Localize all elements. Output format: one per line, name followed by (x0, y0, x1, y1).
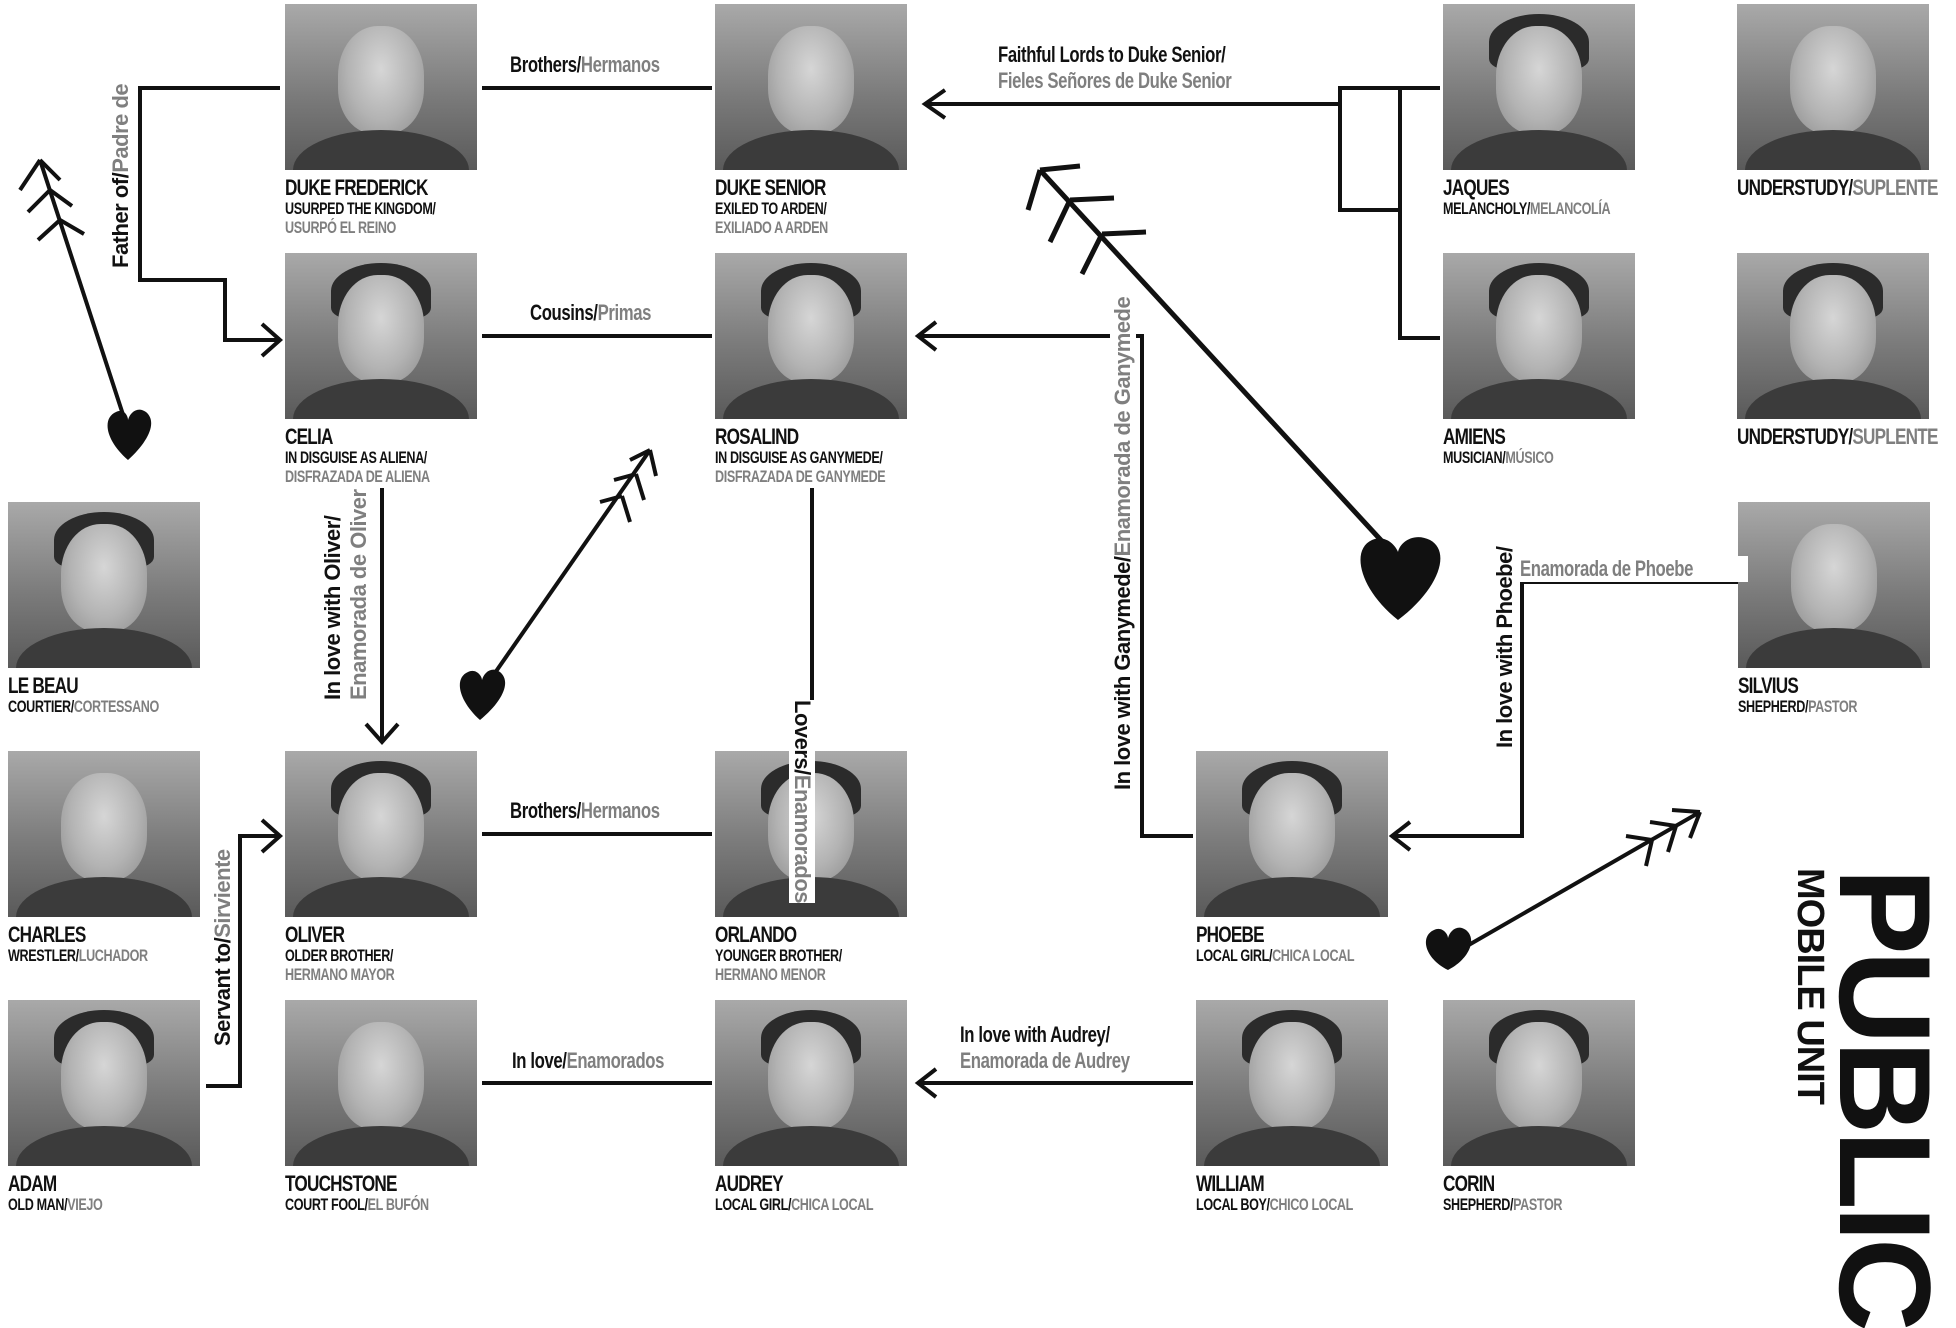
card-understudy-1: UNDERSTUDY/SUPLENTE (1737, 4, 1938, 199)
label-servant-to: Servant to/Sirviente (210, 849, 236, 1046)
card-le-beau: LE BEAU COURTIER/CORTESSANO (8, 502, 208, 716)
card-jaques: JAQUES MELANCHOLY/MELANCOLÍA (1443, 4, 1643, 218)
character-name: PHOEBE (1196, 922, 1265, 947)
label-silvius-phoebe-es: Enamorada de Phoebe (1520, 556, 1748, 582)
headshot-corin (1443, 1000, 1635, 1166)
headshot-celia (285, 253, 477, 419)
card-touchstone: TOUCHSTONE COURT FOOL/EL BUFÓN (285, 1000, 485, 1214)
headshot-amiens (1443, 253, 1635, 419)
card-celia: CELIA IN DISGUISE AS ALIENA/ DISFRAZADA … (285, 253, 485, 486)
headshot-jaques (1443, 4, 1635, 170)
card-audrey: AUDREY LOCAL GIRL/CHICA LOCAL (715, 1000, 915, 1214)
cupid-arrow-3 (1025, 163, 1441, 620)
character-name: DUKE SENIOR (715, 175, 826, 200)
headshot-duke-senior (715, 4, 907, 170)
celia-oliver-arrowhead (364, 722, 400, 746)
card-duke-frederick: DUKE FREDERICK USURPED THE KINGDOM/ USUR… (285, 4, 485, 237)
character-name: SILVIUS (1738, 673, 1799, 698)
silvius-phoebe-line (1392, 580, 1738, 838)
character-name: CELIA (285, 424, 333, 449)
silvius-phoebe-arrowhead (1388, 820, 1412, 852)
servant-line (206, 834, 280, 1088)
label-in-love: In love/Enamorados (512, 1048, 713, 1074)
relationship-map: Brothers/Hermanos Faithful Lords to Duke… (8, 4, 1956, 1328)
card-corin: CORIN SHEPHERD/PASTOR (1443, 1000, 1643, 1214)
card-orlando: ORLANDO YOUNGER BROTHER/ HERMANO MENOR (715, 751, 915, 984)
headshot-oliver (285, 751, 477, 917)
card-understudy-2: UNDERSTUDY/SUPLENTE (1737, 253, 1938, 448)
william-audrey-arrowhead (914, 1067, 938, 1099)
headshot-le-beau (8, 502, 200, 668)
character-name: ADAM (8, 1171, 57, 1196)
headshot-touchstone (285, 1000, 477, 1166)
character-name: ROSALIND (715, 424, 799, 449)
headshot-phoebe (1196, 751, 1388, 917)
headshot-adam (8, 1000, 200, 1166)
card-adam: ADAM OLD MAN/VIEJO (8, 1000, 208, 1214)
character-name: LE BEAU (8, 673, 79, 698)
headshot-rosalind (715, 253, 907, 419)
faithful-lords-line (925, 86, 1420, 106)
card-william: WILLIAM LOCAL BOY/CHICO LOCAL (1196, 1000, 1396, 1214)
character-name: CHARLES (8, 922, 86, 947)
card-duke-senior: DUKE SENIOR EXILED TO ARDEN/ EXILIADO A … (715, 4, 915, 237)
card-oliver: OLIVER OLDER BROTHER/ HERMANO MAYOR (285, 751, 485, 984)
connector-lines (138, 86, 1738, 1099)
label-phoebe-ganymede: In love with Ganymede/Enamorada de Ganym… (1110, 296, 1136, 790)
cupid-arrow-2 (459, 448, 658, 720)
label-william-audrey: In love with Audrey/ Enamorada de Audrey (960, 1022, 1184, 1074)
ganymede-arrowhead (914, 320, 938, 352)
label-brothers: Brothers/Hermanos (510, 52, 707, 78)
public-mobile-unit-logo: PUBLIC MOBILE UNIT (1789, 868, 1956, 1328)
character-name: WILLIAM (1196, 1171, 1265, 1196)
character-name: ORLANDO (715, 922, 797, 947)
ganymede-line (918, 334, 1193, 838)
logo-subtitle: MOBILE UNIT (1789, 868, 1831, 1104)
label-brothers-oliver-orlando: Brothers/Hermanos (510, 798, 707, 824)
character-name: AUDREY (715, 1171, 784, 1196)
card-silvius: SILVIUS SHEPHERD/PASTOR (1738, 502, 1938, 716)
character-name: JAQUES (1443, 175, 1510, 200)
label-silvius-phoebe-en: In love with Phoebe/ (1492, 546, 1518, 748)
headshot-william (1196, 1000, 1388, 1166)
cupid-arrow-1 (18, 158, 152, 460)
lords-bracket (1338, 86, 1440, 340)
character-name: CORIN (1443, 1171, 1495, 1196)
card-charles: CHARLES WRESTLER/LUCHADOR (8, 751, 208, 965)
label-cousins: Cousins/Primas (530, 300, 690, 326)
logo-wordmark: PUBLIC (1812, 868, 1956, 1328)
father-of-arrowhead (260, 322, 284, 358)
label-father-of: Father of/Padre de (108, 83, 134, 268)
faithful-lords-arrowhead (921, 88, 947, 120)
character-name: AMIENS (1443, 424, 1506, 449)
label-celia-oliver: In love with Oliver/ Enamorada de Oliver (320, 489, 372, 700)
headshot-duke-frederick (285, 4, 477, 170)
character-name: OLIVER (285, 922, 345, 947)
headshot-understudy-2 (1737, 253, 1929, 419)
headshot-silvius (1738, 502, 1930, 668)
label-lovers: Lovers/Enamorados (789, 700, 815, 904)
servant-arrowhead (260, 818, 284, 854)
character-name: DUKE FREDERICK (285, 175, 428, 200)
card-rosalind: ROSALIND IN DISGUISE AS GANYMEDE/ DISFRA… (715, 253, 915, 486)
label-faithful-lords: Faithful Lords to Duke Senior/ Fieles Se… (998, 42, 1306, 94)
father-of-line (138, 86, 280, 342)
headshot-audrey (715, 1000, 907, 1166)
card-phoebe: PHOEBE LOCAL GIRL/CHICA LOCAL (1196, 751, 1396, 965)
headshot-understudy-1 (1737, 4, 1929, 170)
card-amiens: AMIENS MUSICIAN/MÚSICO (1443, 253, 1643, 467)
cupid-arrow-4 (1425, 808, 1702, 970)
character-name: TOUCHSTONE (285, 1171, 397, 1196)
headshot-charles (8, 751, 200, 917)
